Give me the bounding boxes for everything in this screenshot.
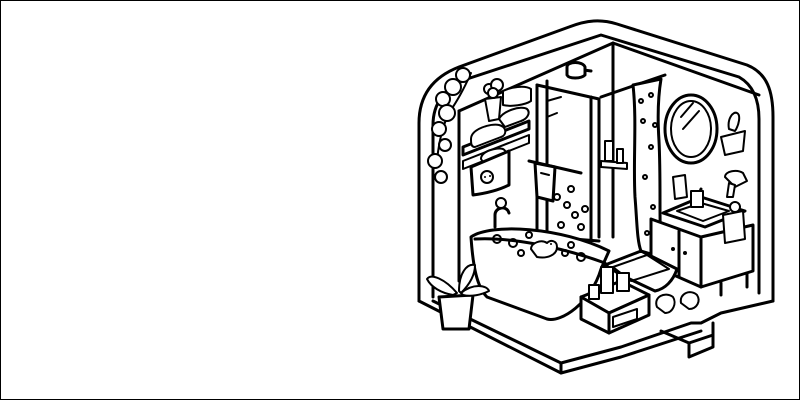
slippers-icon [655,291,700,314]
hanging-ivy-icon [427,67,472,184]
potted-plant-icon [426,263,490,331]
wall-potted-plant-icon [720,111,746,156]
hair-dryer-icon [724,169,748,198]
rubber-duck-icon [530,239,558,259]
towel-bar-icon [527,159,583,203]
faucet-icon [493,197,511,229]
shower-head-icon [565,61,593,80]
hanging-towel-icon [469,149,511,197]
towel-shelf-icon [461,85,532,170]
round-mirror-icon [663,93,719,165]
shelf-potted-plant-icon [483,78,504,122]
shower-shelf-icon [600,140,628,170]
toiletry-stool-icon [579,266,651,335]
sink-toiletries-icon [672,174,746,244]
shower-cabinet-icon [535,79,601,243]
bath-mat-icon [603,249,679,293]
